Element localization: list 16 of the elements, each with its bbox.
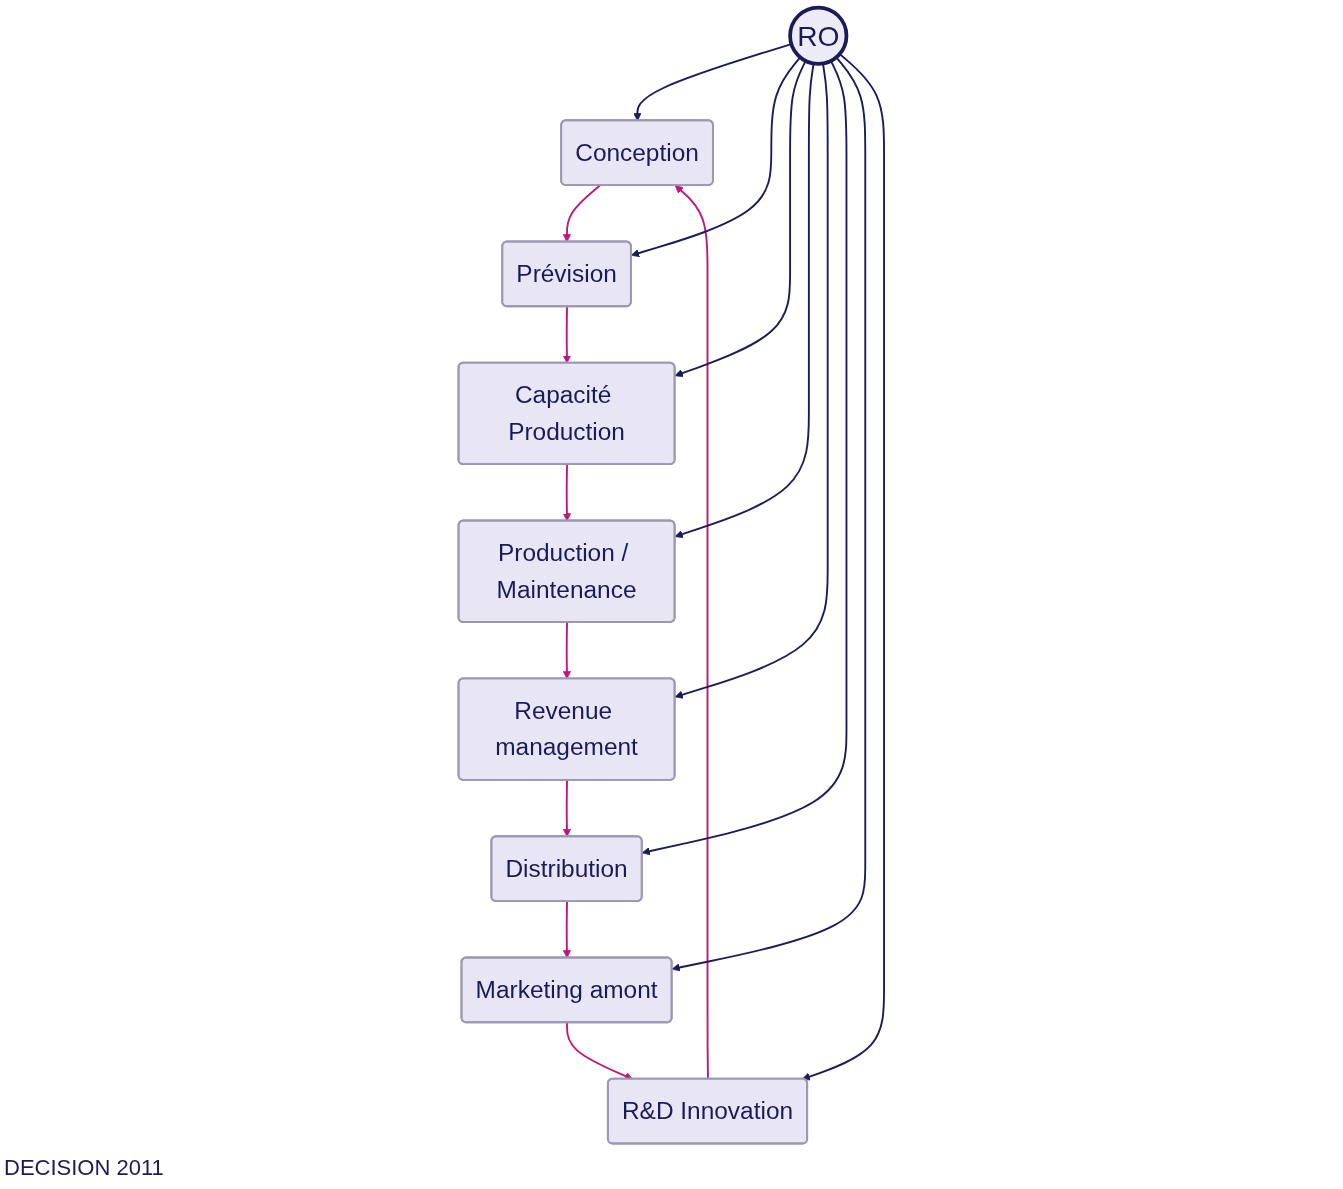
arrow xyxy=(563,779,572,838)
arrow xyxy=(671,56,867,972)
arrow xyxy=(563,184,601,243)
arrow xyxy=(563,621,572,680)
arrow xyxy=(674,62,815,539)
arrow xyxy=(674,62,829,699)
node-circle: RO xyxy=(788,5,849,66)
arrow xyxy=(563,900,572,959)
arrow xyxy=(642,60,848,856)
arrow xyxy=(674,60,807,378)
footer-note: DECISION 2011 xyxy=(4,1155,164,1180)
arrow xyxy=(802,53,886,1081)
arrow xyxy=(631,56,802,258)
arrow xyxy=(563,305,572,364)
arrow xyxy=(566,1021,634,1080)
arrow xyxy=(563,463,572,522)
